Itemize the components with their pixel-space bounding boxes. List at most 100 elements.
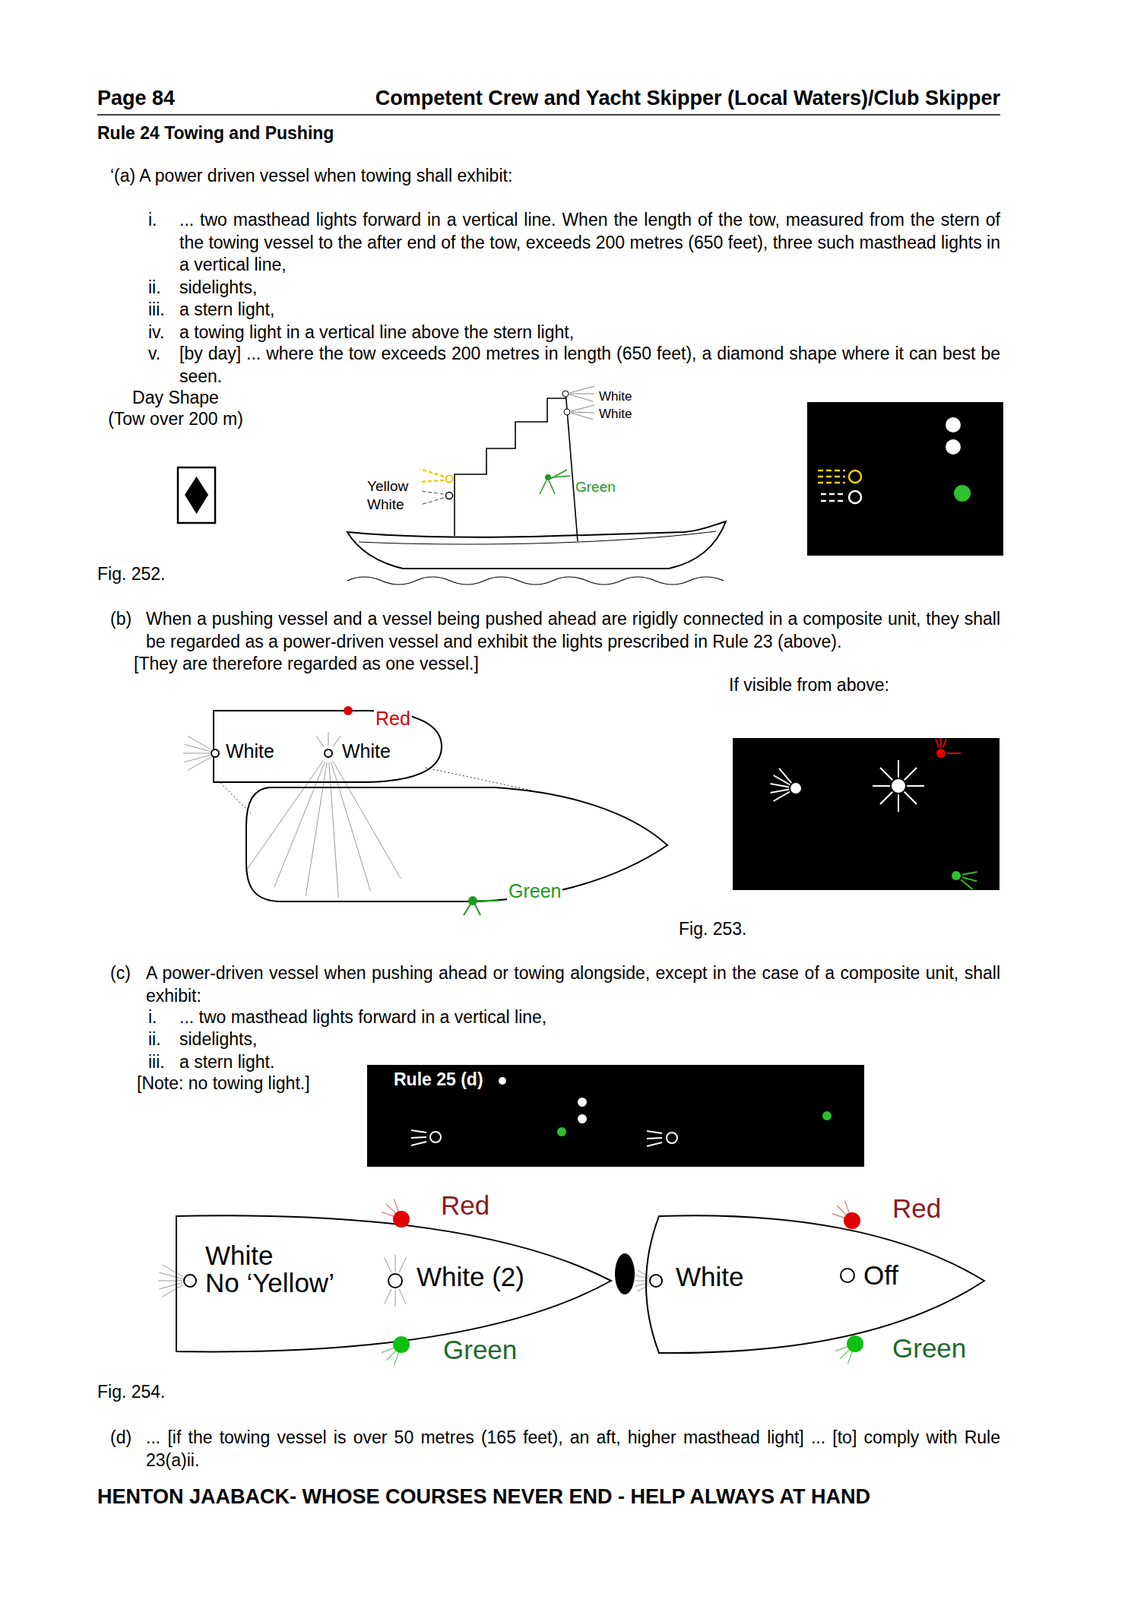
towed-vessel-hull: RedWhiteOffGreen <box>637 1185 988 1372</box>
light-ray <box>158 1280 183 1282</box>
page-header: Competent Crew and Yacht Skipper (Local … <box>375 85 1001 111</box>
navigation-light <box>430 1131 441 1143</box>
towing-light <box>849 470 862 483</box>
list-numeral: v. <box>148 342 161 366</box>
light-ray <box>770 783 790 787</box>
light-ray <box>395 1254 397 1272</box>
node-outline <box>244 785 671 907</box>
light-ray <box>770 789 790 793</box>
light-ray <box>386 1203 397 1214</box>
sidelight <box>951 871 961 881</box>
light-ray <box>935 738 939 748</box>
towing-light <box>446 475 454 483</box>
light-label: White <box>205 1241 273 1269</box>
figure-number: Fig. 253. <box>678 918 748 941</box>
diamond-shape <box>184 476 209 514</box>
list-numeral: i. <box>148 209 158 232</box>
light-label: Red <box>439 1191 492 1219</box>
navigation-light <box>324 749 333 758</box>
light-ray <box>411 1141 427 1146</box>
stern-light <box>790 782 802 794</box>
light-ray <box>393 1199 399 1213</box>
figure-label: (Tow over 200 m) <box>88 408 263 431</box>
light-ray <box>646 1131 663 1134</box>
light-label: No ‘Yellow’ <box>205 1269 335 1296</box>
light-ray <box>184 744 211 751</box>
light-ray <box>962 871 978 875</box>
light-ray <box>183 753 210 754</box>
navigation-light <box>577 1114 587 1124</box>
light-ray <box>187 757 211 771</box>
push-contact <box>614 1253 635 1295</box>
rule-text: [by day] ... where the tow exceeds 200 m… <box>179 342 1001 388</box>
light-label: Green <box>575 478 616 497</box>
day-shape-box <box>177 467 216 523</box>
light-ray <box>832 1213 846 1218</box>
light-ray <box>474 902 481 916</box>
tug-drawing <box>347 390 726 585</box>
light-ray <box>399 1289 406 1305</box>
outline <box>176 1215 612 1352</box>
light-ray <box>779 768 792 783</box>
lashing-line <box>220 767 533 814</box>
light-ray <box>477 899 499 902</box>
list-numeral: iii. <box>148 1051 165 1074</box>
masthead-light <box>562 390 569 397</box>
rule-text: a stern light. <box>179 1051 275 1074</box>
light-label: White <box>675 1263 744 1290</box>
list-letter: (c) <box>110 962 131 986</box>
stern-light <box>446 492 454 500</box>
navigation-light <box>843 1212 861 1230</box>
light-ray <box>411 1130 427 1133</box>
light-ray <box>940 738 942 748</box>
navigation-light <box>392 1210 410 1228</box>
light-label: White <box>342 741 391 761</box>
page-number: Page 84 <box>97 85 175 111</box>
rule-text: ... two masthead lights forward in a ver… <box>179 209 1001 277</box>
light-label: White <box>367 496 405 514</box>
note-text: [They are therefore regarded as one vess… <box>133 652 479 676</box>
navigation-light <box>822 1111 832 1121</box>
light-label: Green <box>506 881 563 901</box>
light-rays <box>539 469 571 495</box>
sidelight <box>936 748 946 758</box>
light-ray <box>393 1352 399 1366</box>
navigation-light <box>649 1274 663 1287</box>
outline <box>246 787 668 902</box>
navigation-light <box>846 1335 864 1353</box>
light-ray <box>839 1349 850 1360</box>
light-ray <box>906 785 925 787</box>
light-ray <box>386 1350 397 1361</box>
pushing-hull: Green <box>244 785 671 907</box>
rule-text: A power-driven vessel when pushing ahead… <box>145 962 1001 1008</box>
light-ray <box>162 1264 184 1277</box>
light-ray <box>897 760 900 778</box>
towing-vessel-hull: RedWhiteNo ‘Yellow’White (2)Green <box>173 1185 615 1372</box>
masthead-light <box>945 417 961 433</box>
light-rays <box>817 470 846 501</box>
list-numeral: iii. <box>148 298 165 322</box>
navigation-light <box>468 896 478 906</box>
light-ray <box>463 902 472 916</box>
light-ray <box>158 1283 183 1290</box>
light-ray <box>187 736 211 751</box>
light-rays <box>420 468 444 505</box>
list-numeral: ii. <box>148 276 162 300</box>
rule-text: sidelights, <box>179 276 257 300</box>
list-letter: (d) <box>110 1426 132 1450</box>
figure-number: Fig. 254. <box>97 1381 166 1404</box>
light-ray <box>880 792 893 805</box>
light-ray <box>381 1211 395 1217</box>
light-ray <box>184 755 211 763</box>
rule-heading: Rule 24 Towing and Pushing <box>97 122 334 146</box>
light-rays <box>158 731 978 1366</box>
pushed-hull: RedWhiteWhite <box>209 704 447 786</box>
light-ray <box>646 1142 663 1147</box>
light-ray <box>960 879 973 890</box>
navigation-light <box>211 749 219 758</box>
rule-text: a towing light in a vertical line above … <box>179 321 574 345</box>
rule-text: When a pushing vessel and a vessel being… <box>145 608 1001 653</box>
list-numeral: iv. <box>148 321 165 345</box>
light-ray <box>773 792 791 802</box>
light-ray <box>847 1350 853 1364</box>
